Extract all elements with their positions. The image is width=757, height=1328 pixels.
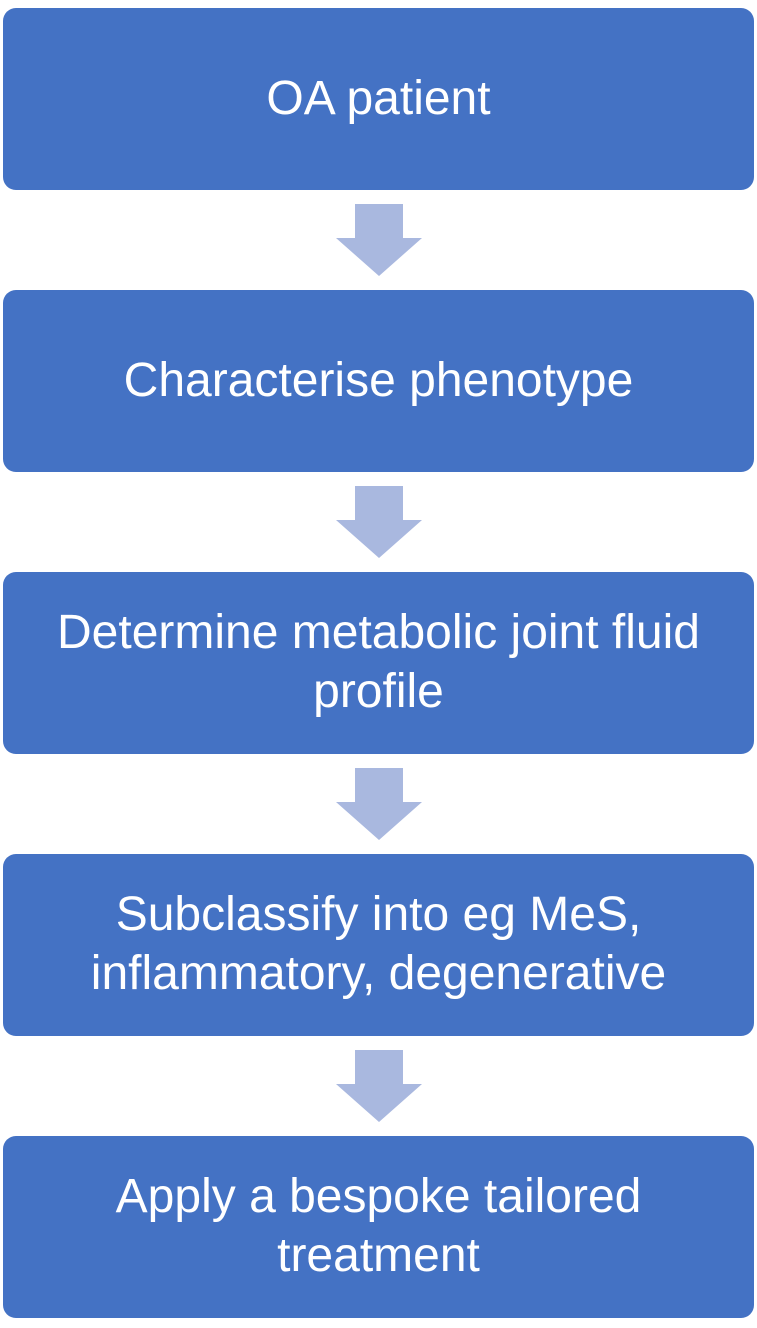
- down-arrow-icon: [335, 204, 422, 276]
- flow-step-label: Apply a bespoke tailored treatment: [115, 1170, 642, 1282]
- flow-step-bespoke-treatment: Apply a bespoke tailored treatment: [3, 1136, 754, 1318]
- down-arrow-icon: [335, 1050, 422, 1122]
- flow-step-label: OA patient: [266, 71, 491, 125]
- flow-step-label: Characterise phenotype: [123, 353, 634, 407]
- flow-step-characterise-phenotype: Characterise phenotype: [3, 290, 754, 472]
- flow-step-metabolic-joint-fluid-profile: Determine metabolic joint fluid profile: [3, 572, 754, 754]
- flow-step-label: Determine metabolic joint fluid profile: [57, 606, 700, 718]
- flow-step-label: Subclassify into eg MeS, inflammatory, d…: [90, 888, 667, 1000]
- flow-step-subclassify: Subclassify into eg MeS, inflammatory, d…: [3, 854, 754, 1036]
- down-arrow-icon: [335, 768, 422, 840]
- down-arrow-icon: [335, 486, 422, 558]
- flow-step-oa-patient: OA patient: [3, 8, 754, 190]
